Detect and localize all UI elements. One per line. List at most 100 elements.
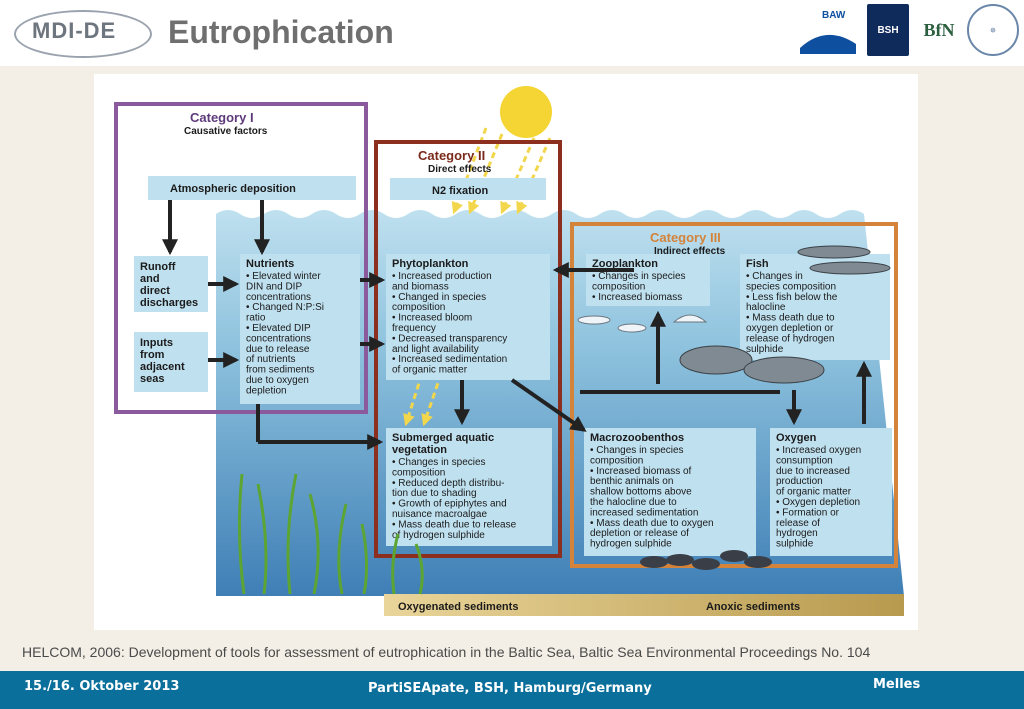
footer-event: PartiSEApate, BSH, Hamburg/Germany [368, 681, 652, 696]
diagram-text-line: and biomass [392, 281, 449, 292]
sun-icon [500, 86, 552, 138]
sediment-bar [384, 594, 904, 616]
header: MDI-DE Eutrophication BAW BSH BfN ✵ [0, 0, 1024, 66]
diagram-text-line: due to oxygen [246, 375, 309, 386]
diagram-text-line: Runoff [140, 261, 176, 273]
bfn-logo: BfN [923, 19, 955, 40]
diagram-text-line: • Increased production [392, 271, 492, 282]
diagram-text-line: Oxygen [776, 432, 817, 444]
diagram-text-line: • Elevated DIP [246, 323, 311, 334]
category-1-subtitle: Causative factors [184, 126, 268, 137]
diagram-text-line: hydrogen sulphide [590, 539, 672, 550]
diagram-text-line: species composition [746, 281, 836, 292]
diagram-text-line: composition [392, 467, 445, 478]
macrozoobenthos-text: Macrozoobenthos• Changes in species comp… [590, 432, 714, 550]
diagram-text-line: of nutrients [246, 354, 295, 365]
diagram-text-line: hydrogen [776, 528, 818, 539]
oxygenated-sediments-label: Oxygenated sediments [398, 601, 518, 613]
diagram-text-line: • Formation or [776, 507, 840, 518]
diagram-text-line: shallow bottoms above [590, 487, 692, 498]
diagram-text-line: • Increased sedimentation [392, 354, 507, 365]
svg-text:BAW: BAW [822, 10, 846, 21]
oxygen-text: Oxygen• Increased oxygen consumption due… [776, 432, 861, 550]
diagram-text-line: concentrations [246, 333, 311, 344]
diagram-text-line: seas [140, 373, 164, 385]
runoff-box [134, 256, 208, 312]
diagram-text-line: direct [140, 285, 170, 297]
diagram-text-line: sulphide [776, 539, 814, 550]
diagram-text-line: Fish [746, 258, 769, 270]
diagram-text-line: • Changed in species [392, 292, 486, 303]
diagram-text-line: of organic matter [392, 365, 468, 376]
diagram-text-line: • Mass death due to [746, 313, 835, 324]
diagram-text-line: sulphide [746, 344, 784, 355]
diagram-text-line: • Changes in [746, 271, 803, 282]
diagram-text-line: and [140, 273, 160, 285]
fish-icons [679, 245, 891, 384]
flow-arrows [162, 200, 872, 450]
sav-box [386, 428, 552, 546]
diagram-text-line: • Changes in species [592, 271, 686, 282]
diagram-text-line: release of [776, 518, 820, 529]
diagram-text-line: depletion [246, 385, 287, 396]
baw-logo: BAW [796, 4, 860, 56]
diagram-text-line: • Changes in species [590, 445, 684, 456]
category-1-title: Category I [190, 110, 254, 125]
diagram-text-line: • Increased bloom [392, 313, 472, 324]
diagram-text-line: concentrations [246, 292, 311, 303]
bsh-logo: BSH [867, 4, 909, 56]
diagram-svg: Oxygenated sediments Anoxic sediments Ca… [114, 86, 904, 616]
fish-text: Fish• Changes in species composition• Le… [746, 258, 838, 355]
diagram-text-line: due to increased [776, 466, 850, 477]
citation-text: HELCOM, 2006: Development of tools for a… [22, 644, 871, 660]
diagram-text-line: increased sedimentation [590, 507, 698, 518]
nutrients-box [240, 254, 360, 404]
diagram-text-line: • Reduced depth distribu- [392, 478, 504, 489]
diagram-text-line: • Increased biomass [592, 292, 682, 303]
diagram-text-line: • Growth of epiphytes and [392, 499, 507, 510]
diagram-text-line: tion due to shading [392, 488, 477, 499]
n2-fixation-box [390, 178, 546, 200]
oxygen-box [770, 428, 892, 556]
category-3-subtitle: Indirect effects [654, 246, 726, 257]
diagram-text-line: vegetation [392, 444, 447, 456]
anoxic-sediments-label: Anoxic sediments [706, 601, 800, 613]
diagram-text-line: of organic matter [776, 487, 852, 498]
diagram-text-line: • Decreased transparency [392, 333, 507, 344]
diagram-text-line: from sediments [246, 365, 314, 376]
zooplankton-text: Zooplankton• Changes in species composit… [592, 258, 686, 303]
diagram-text-line: and light availability [392, 344, 479, 355]
phytoplankton-text: Phytoplankton• Increased production and … [392, 258, 507, 376]
zooplankton-icons [577, 314, 708, 333]
diagram-text-line: benthic animals on [590, 476, 673, 487]
footer-bar: 15./16. Oktober 2013 PartiSEApate, BSH, … [0, 671, 1024, 709]
diagram-text-line: Inputs [140, 337, 173, 349]
eutrophication-diagram: Oxygenated sediments Anoxic sediments Ca… [94, 74, 918, 630]
page-title: Eutrophication [168, 14, 394, 50]
diagram-text-line: Phytoplankton [392, 258, 469, 270]
diagram-text-line: • Mass death due to oxygen [590, 518, 714, 529]
n2-fixation-label: N2 fixation [432, 185, 489, 197]
diagram-text-line: • Increased oxygen [776, 445, 861, 456]
diagram-text-line: consumption [776, 455, 833, 466]
diagram-text-line: Submerged aquatic [392, 432, 494, 444]
mdi-de-logo: MDI-DE [14, 8, 152, 58]
logo-text: MDI-DE [32, 18, 117, 43]
category-2-title: Category II [418, 148, 485, 163]
phytoplankton-box [386, 254, 550, 380]
category-1-frame [114, 102, 368, 414]
diagram-text-line: composition [592, 281, 645, 292]
diagram-text-line: release of hydrogen [746, 333, 834, 344]
category-2-subtitle: Direct effects [428, 164, 492, 175]
diagram-text-line: DIN and DIP [246, 281, 302, 292]
diagram-text-line: the halocline due to [590, 497, 677, 508]
diagram-text-line: composition [590, 455, 643, 466]
diagram-text-line: • Changes in species [392, 457, 486, 468]
diagram-text-line: halocline [746, 302, 786, 313]
diagram-text-line: frequency [392, 323, 436, 334]
diagram-text-line: • Elevated winter [246, 271, 321, 282]
zooplankton-box [586, 254, 710, 306]
mussel-icons [640, 550, 772, 570]
diagram-text-line: Macrozoobenthos [590, 432, 684, 444]
